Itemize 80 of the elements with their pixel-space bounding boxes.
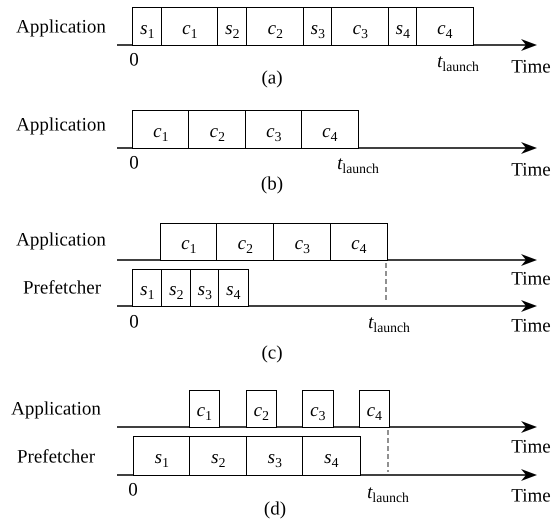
- axis-label: Application: [16, 230, 106, 250]
- axis-label: t$_{launch}$: [367, 483, 409, 505]
- axis-label: (d): [264, 500, 286, 518]
- axis-label: Prefetcher: [22, 278, 102, 298]
- task-label: s$_{2}$: [211, 446, 226, 470]
- axis-label: Application: [11, 400, 101, 418]
- task-block: [245, 110, 303, 149]
- task-label: c$_{2}$: [210, 120, 225, 144]
- task-label: c$_{4}$: [437, 16, 452, 40]
- axis-label: t$_{launch}$: [337, 154, 379, 176]
- task-block: [302, 390, 334, 428]
- task-block: [132, 110, 190, 149]
- task-block: [302, 436, 361, 476]
- task-label: c$_{1}$: [153, 120, 168, 144]
- task-block: [161, 269, 192, 307]
- task-block: [331, 7, 390, 46]
- task-label: s$_{3}$: [310, 16, 325, 40]
- task-block: [217, 7, 248, 46]
- axis-label: Time: [511, 438, 551, 456]
- task-label: c$_{2}$: [268, 16, 283, 40]
- axis-label: Time: [511, 160, 551, 180]
- task-block: [189, 390, 220, 428]
- axis-label: Time: [511, 316, 551, 336]
- task-block: [246, 390, 277, 428]
- task-label: c$_{4}$: [366, 399, 382, 423]
- task-block: [246, 436, 304, 476]
- task-block: [133, 436, 191, 476]
- task-label: c$_{1}$: [182, 16, 198, 40]
- task-label: c$_{4}$: [322, 120, 338, 144]
- task-block: [218, 269, 249, 307]
- task-block: [273, 223, 332, 261]
- task-block: [161, 7, 219, 46]
- task-block: [388, 7, 418, 46]
- task-label: c$_{1}$: [181, 232, 196, 256]
- task-block: [190, 269, 220, 307]
- task-label: s$_{1}$: [154, 446, 169, 470]
- axis-label: Time: [511, 58, 551, 76]
- task-block: [160, 223, 218, 261]
- task-label: s$_{1}$: [140, 16, 154, 40]
- task-label: c$_{3}$: [294, 232, 310, 256]
- axis-label: (c): [261, 344, 283, 362]
- axis-label: 0: [129, 50, 139, 70]
- task-label: c$_{4}$: [351, 232, 366, 256]
- task-label: s$_{4}$: [324, 446, 338, 470]
- task-label: s$_{2}$: [225, 16, 240, 40]
- task-label: s$_{4}$: [226, 278, 240, 302]
- axis-label: Application: [16, 18, 106, 36]
- task-block: [330, 223, 388, 261]
- task-label: c$_{3}$: [310, 399, 326, 423]
- task-block: [416, 7, 474, 46]
- task-block: [303, 7, 333, 46]
- task-label: s$_{3}$: [268, 446, 282, 470]
- task-label: c$_{3}$: [266, 120, 282, 144]
- task-label: c$_{2}$: [254, 399, 269, 423]
- task-block: [216, 223, 275, 261]
- axis-label: t$_{launch}$: [437, 52, 479, 74]
- axis-label: (b): [260, 174, 284, 194]
- task-label: s$_{4}$: [396, 16, 410, 40]
- axis-label: 0: [128, 480, 138, 500]
- task-block: [132, 269, 163, 307]
- axis-label: Time: [511, 270, 551, 288]
- axis-label: 0: [129, 154, 139, 172]
- axis-label: (a): [261, 68, 283, 88]
- axis-label: t$_{launch}$: [368, 313, 410, 335]
- task-label: s$_{3}$: [198, 278, 212, 302]
- task-block: [189, 436, 248, 476]
- task-block: [246, 7, 305, 46]
- task-block: [132, 7, 163, 46]
- task-block: [188, 110, 247, 149]
- task-block: [301, 110, 359, 149]
- axis-label: Time: [511, 486, 551, 506]
- task-label: s$_{2}$: [169, 278, 184, 302]
- task-label: c$_{2}$: [238, 232, 253, 256]
- axis-label: Application: [16, 116, 106, 134]
- axis-label: 0: [129, 312, 139, 332]
- task-block: [359, 390, 390, 428]
- axis-label: Prefetcher: [16, 448, 96, 466]
- task-label: s$_{1}$: [140, 278, 154, 302]
- task-label: c$_{1}$: [196, 399, 212, 423]
- task-label: c$_{3}$: [352, 16, 368, 40]
